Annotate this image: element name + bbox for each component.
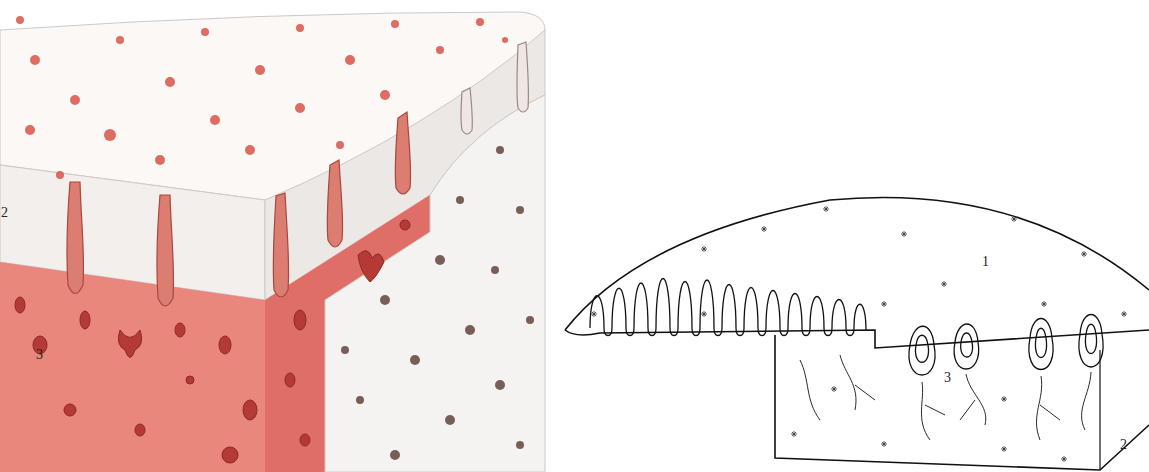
callout-number: 1	[982, 254, 989, 270]
gland-meander	[590, 279, 866, 336]
duct-sections	[341, 146, 534, 460]
callout-number: 2	[1120, 437, 1127, 453]
callout-number: 3	[944, 370, 951, 386]
connective-front	[0, 262, 265, 472]
gland-tubes	[67, 42, 528, 306]
cap-edge	[565, 330, 1149, 348]
gland-loops	[909, 315, 1103, 376]
line-block	[565, 197, 1149, 470]
gland-openings	[16, 16, 508, 179]
colored-block	[0, 12, 545, 472]
lower-block	[775, 335, 1149, 470]
surface-outline	[565, 197, 1149, 330]
cut-surface	[325, 95, 545, 472]
callout-number: 3	[36, 347, 43, 363]
vessel-sections	[15, 220, 410, 463]
nuclei-stars	[591, 206, 1127, 462]
callout-number: 2	[1, 205, 8, 221]
duct-lines	[800, 355, 1091, 440]
block-edge	[1099, 350, 1100, 470]
